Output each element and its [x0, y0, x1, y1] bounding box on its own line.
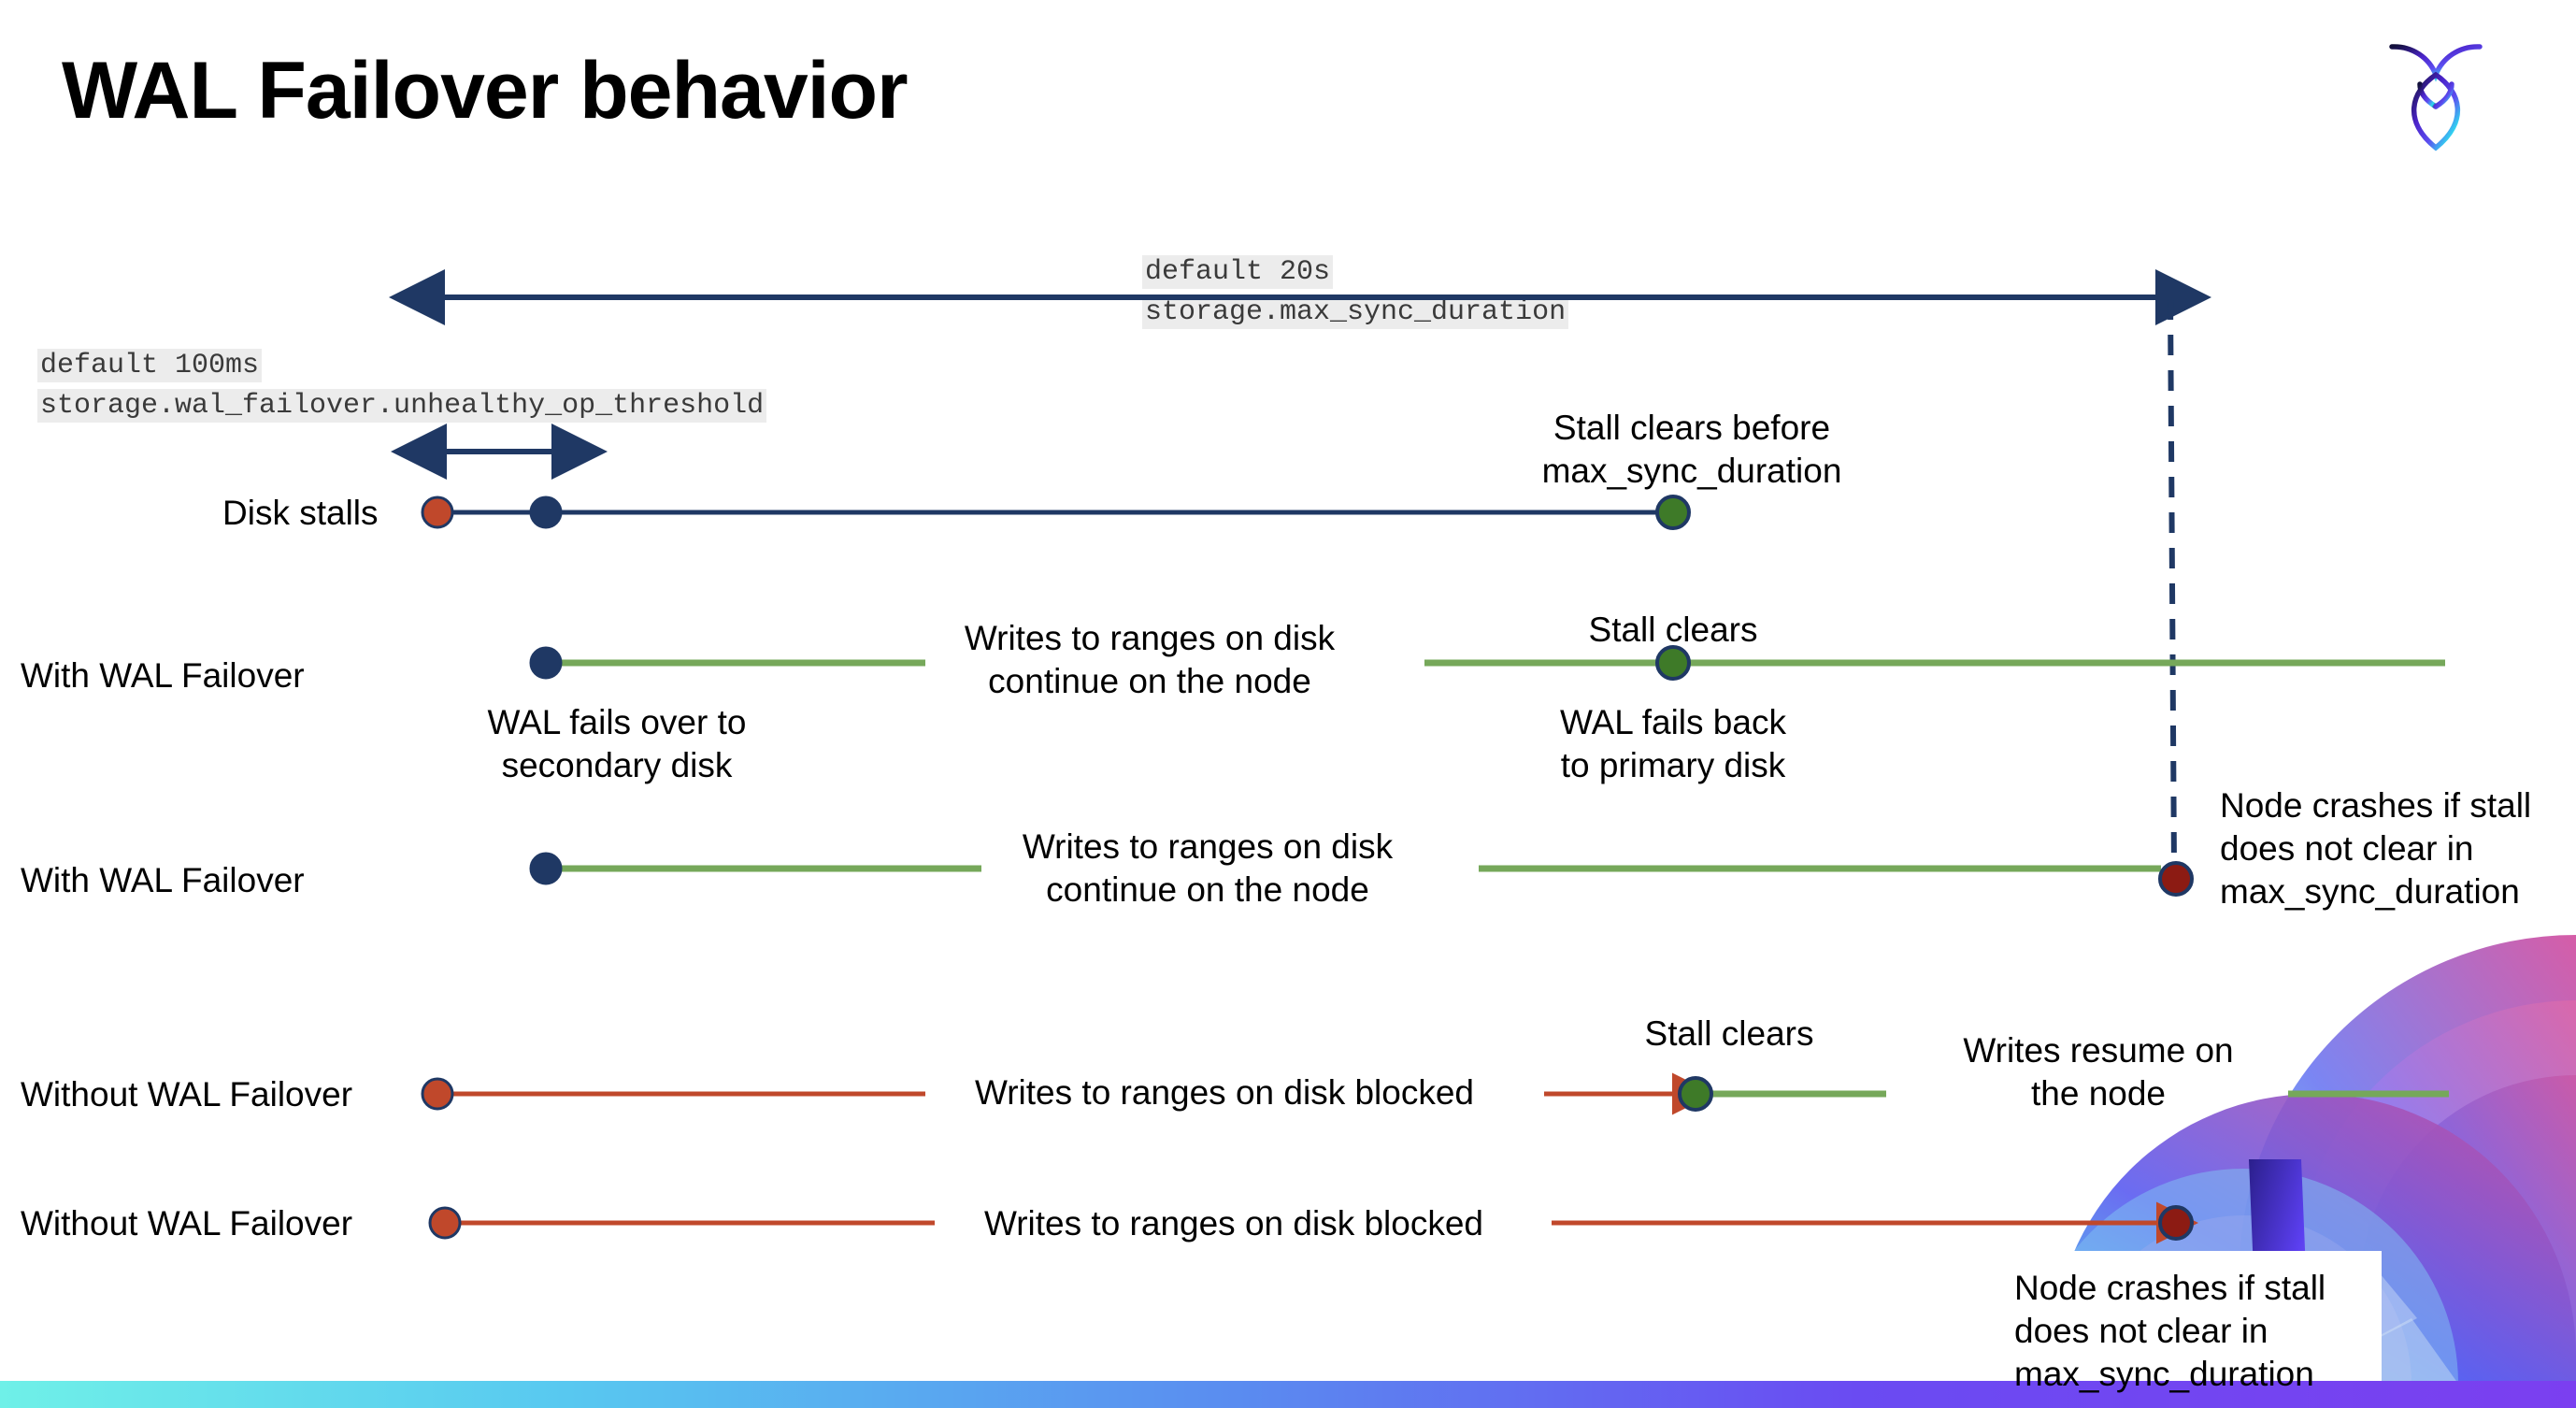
row-label-without-wal-failover-2: Without WAL Failover: [21, 1204, 353, 1243]
note-node-crashes-row3-line1: Node crashes if stall: [2220, 786, 2532, 825]
note-writes-continue-2-line1: Writes to ranges on disk: [1022, 827, 1394, 866]
note-node-crashes-row5-line2: does not clear in: [2014, 1312, 2268, 1350]
note-writes-blocked-row5: Writes to ranges on disk blocked: [983, 1204, 1484, 1243]
orange-dot-stall-start: [421, 1077, 454, 1111]
note-wal-fails-over-line2: secondary disk: [501, 746, 733, 784]
row-label-without-wal-failover-1: Without WAL Failover: [21, 1075, 353, 1113]
note-node-crashes-row5-line3: max_sync_duration: [2014, 1355, 2314, 1393]
unhealthy-op-setting-label: storage.wal_failover.unhealthy_op_thresh…: [37, 389, 767, 423]
note-stall-clears-before-line2: max_sync_duration: [1541, 452, 1842, 490]
note-node-crashes-row5-line1: Node crashes if stall: [2014, 1269, 2326, 1307]
note-node-crashes-row3-line3: max_sync_duration: [2220, 872, 2520, 911]
note-writes-resume-line2: the node: [2030, 1074, 2167, 1113]
green-dot-stall-clears: [1678, 1076, 1713, 1112]
note-wal-fails-over-line1: WAL fails over to: [487, 703, 747, 741]
note-writes-resume-line1: Writes resume on: [1963, 1031, 2234, 1070]
orange-dot-stall-start: [428, 1206, 462, 1240]
timeline-row-without-wal-failover-crashes: [428, 1201, 2198, 1244]
note-writes-blocked-row4: Writes to ranges on disk blocked: [974, 1073, 1475, 1112]
timeline-row-with-wal-failover-crashes: [529, 852, 2194, 897]
note-stall-clears-before-line1: Stall clears before: [1553, 409, 1831, 447]
timeline-row-disk-stalls: [421, 495, 1691, 530]
timeline-row-with-wal-failover-recovers: [529, 645, 2445, 681]
timeline-row-without-wal-failover-recovers: [421, 1072, 2449, 1115]
orange-dot-stall-start: [421, 496, 454, 529]
row-label-disk-stalls: Disk stalls: [222, 494, 379, 532]
note-node-crashes-row3-line2: does not clear in: [2220, 829, 2474, 868]
green-dot-stall-clears: [1655, 645, 1691, 681]
navy-dot-threshold: [529, 496, 563, 529]
bottom-gradient-bar: [0, 1381, 2576, 1408]
max-sync-duration-dashed-drop-line: [2168, 298, 2177, 870]
note-stall-clears-row2: Stall clears: [1588, 611, 1758, 649]
row-label-with-wal-failover-2: With WAL Failover: [21, 861, 305, 899]
note-stall-clears-row4: Stall clears: [1644, 1014, 1814, 1053]
dark-red-dot-node-crash: [2158, 1205, 2194, 1241]
row-label-with-wal-failover-1: With WAL Failover: [21, 656, 305, 695]
note-wal-fails-back-line2: to primary disk: [1560, 746, 1786, 784]
unhealthy-op-default-label: default 100ms: [37, 349, 263, 382]
navy-dot-wal-failover-start: [529, 646, 563, 680]
green-dot-stall-clears: [1655, 495, 1691, 530]
note-writes-continue-2-line2: continue on the node: [1046, 870, 1369, 909]
navy-dot-wal-failover-start: [529, 852, 563, 885]
note-writes-continue-1-line2: continue on the node: [988, 662, 1311, 700]
page-title: WAL Failover behavior: [62, 46, 909, 136]
dark-red-dot-node-crash: [2158, 861, 2194, 897]
note-writes-continue-1-line1: Writes to ranges on disk: [964, 619, 1336, 657]
note-wal-fails-back-line1: WAL fails back: [1560, 703, 1786, 741]
cockroachdb-logo-icon: [2384, 34, 2487, 155]
